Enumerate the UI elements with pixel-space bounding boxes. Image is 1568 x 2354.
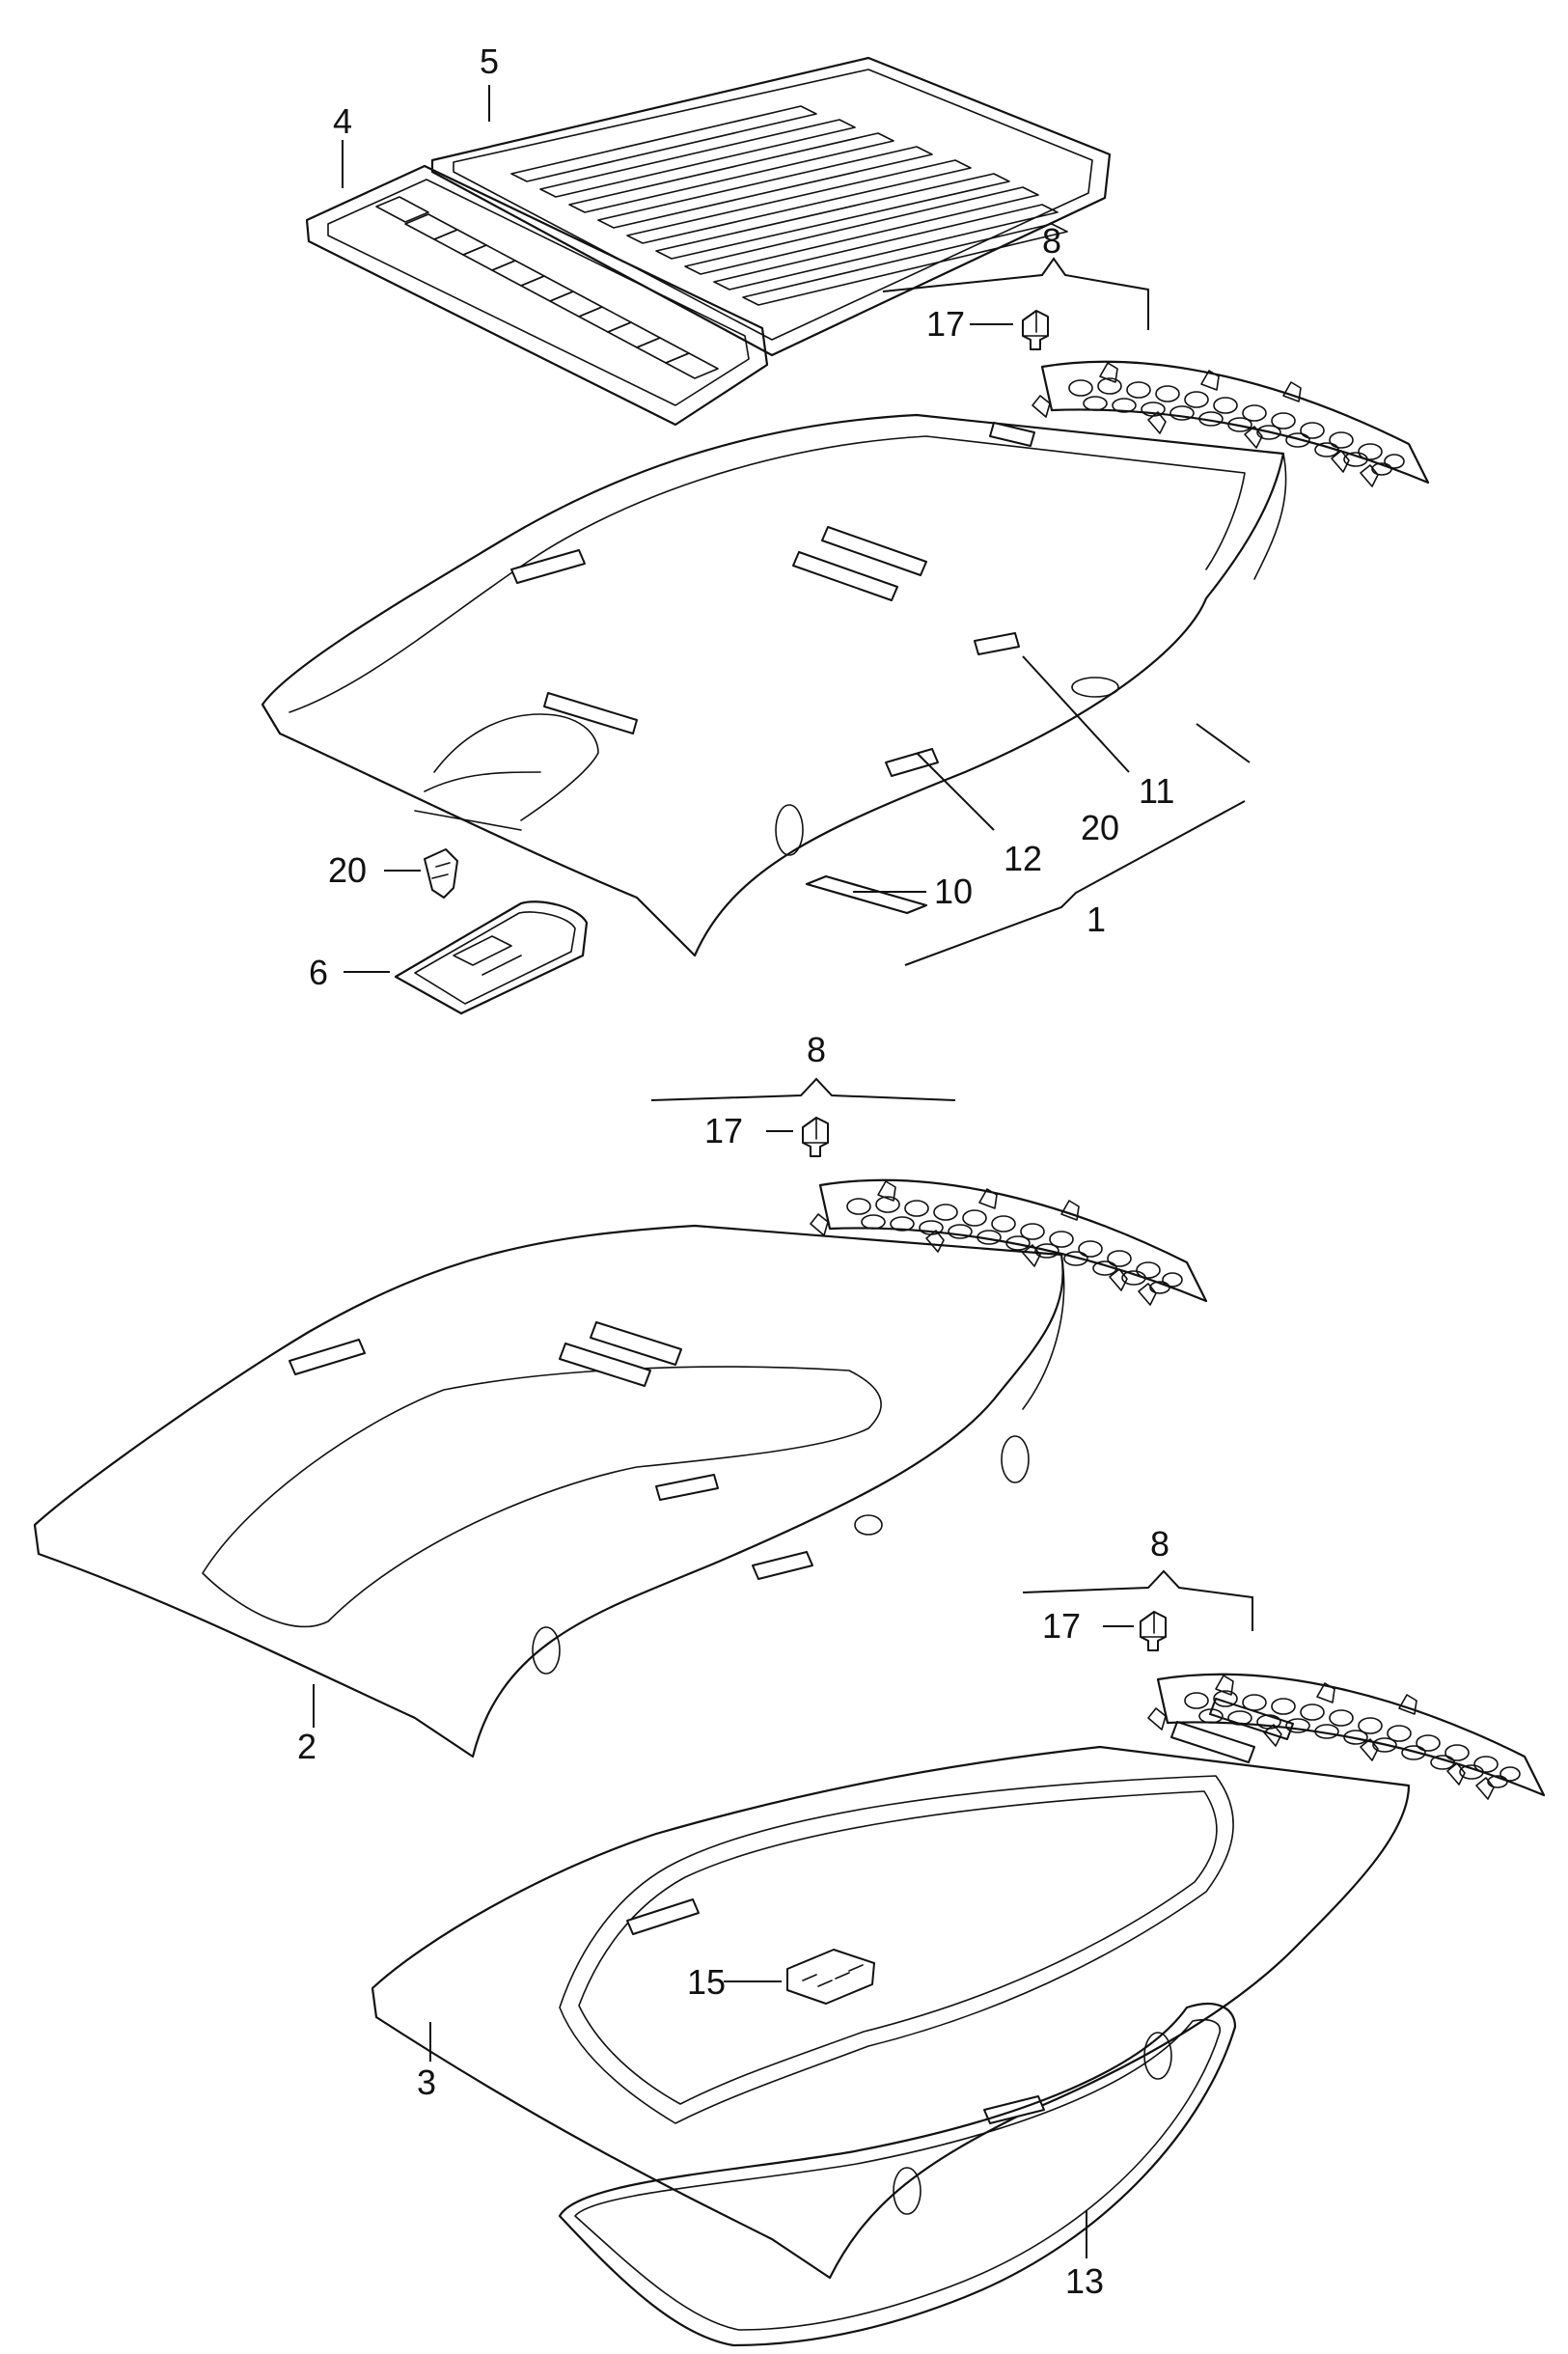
headliner-1	[261, 413, 1287, 957]
callout-13: 13	[1065, 2261, 1104, 2301]
roof-insulation-panel-5	[430, 56, 1112, 357]
clip-17-bottom	[1140, 1611, 1167, 1651]
callout-8-top: 8	[1042, 221, 1061, 261]
reinforcement-8-top	[1031, 360, 1430, 488]
callout-6: 6	[309, 953, 328, 992]
callout-17-top: 17	[926, 304, 965, 344]
callout-5: 5	[480, 42, 499, 81]
clip-17-middle	[802, 1117, 829, 1157]
callout-20-top: 20	[1081, 808, 1119, 847]
callout-15: 15	[687, 1962, 726, 2002]
callout-17-middle: 17	[704, 1111, 743, 1150]
leader-lines	[313, 85, 1253, 2258]
console-10	[805, 874, 928, 915]
interior-light-6	[394, 900, 589, 1015]
callout-12: 12	[1004, 839, 1042, 878]
callout-3: 3	[417, 2063, 436, 2102]
callout-4: 4	[333, 101, 352, 141]
callout-17-bottom: 17	[1042, 1606, 1081, 1646]
headliner-2	[33, 1224, 1065, 1759]
callout-labels: 5 4 8 17 11 20 12 10 1 20 6 8 17 2 8 17 …	[297, 42, 1174, 2301]
mechanism-15	[786, 1949, 875, 2005]
callout-20-bracket: 20	[328, 850, 367, 890]
seal-13	[558, 2003, 1237, 2347]
clip-17-top	[1022, 310, 1049, 350]
bracket-20	[424, 848, 458, 899]
roof-insulation-panel-4	[305, 164, 769, 427]
callout-11: 11	[1139, 771, 1174, 811]
callout-1: 1	[1087, 900, 1106, 939]
callout-10: 10	[934, 872, 973, 911]
headliner-3	[371, 1698, 1411, 2280]
callout-2: 2	[297, 1727, 316, 1766]
callout-8-middle: 8	[807, 1030, 826, 1069]
callout-8-bottom: 8	[1150, 1524, 1169, 1564]
reinforcement-8-middle	[809, 1178, 1208, 1307]
